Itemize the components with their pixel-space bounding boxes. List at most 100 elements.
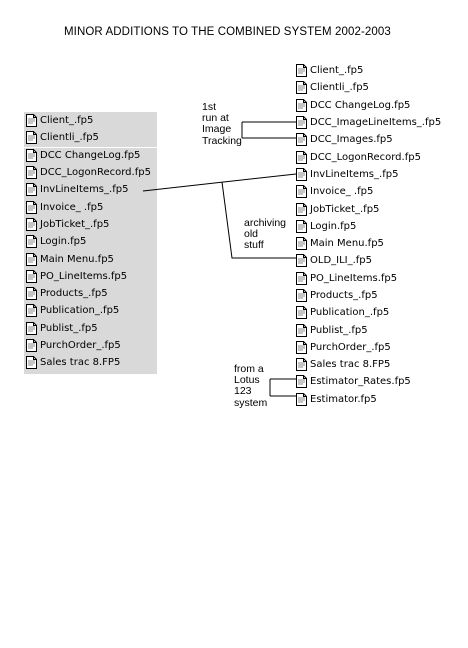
document-file-icon — [26, 200, 37, 214]
file-item: DCC_ImageLineItems_.fp5 — [296, 114, 441, 131]
document-file-icon — [296, 375, 307, 389]
document-file-icon — [296, 150, 307, 164]
file-name: PO_LineItems.fp5 — [40, 270, 128, 282]
file-item: PurchOrder_.fp5 — [296, 339, 441, 356]
diagram-title: MINOR ADDITIONS TO THE COMBINED SYSTEM 2… — [64, 26, 391, 38]
file-name: DCC ChangeLog.fp5 — [310, 99, 411, 111]
file-item: Sales trac 8.FP5 — [296, 356, 441, 373]
file-item: Publist_.fp5 — [296, 321, 441, 338]
document-file-icon — [26, 166, 37, 180]
document-file-icon — [296, 98, 307, 112]
file-name: Products_.fp5 — [40, 288, 108, 300]
document-file-icon — [26, 235, 37, 249]
connector-invlineitems — [142, 173, 297, 192]
document-file-icon — [26, 304, 37, 318]
file-name: Sales trac 8.FP5 — [40, 357, 121, 369]
file-item: DCC_LogonRecord.fp5 — [296, 148, 441, 165]
file-name: Main Menu.fp5 — [310, 238, 384, 250]
document-file-icon — [26, 131, 37, 145]
file-item: Publication_.fp5 — [296, 304, 441, 321]
left-panel-background — [24, 148, 157, 374]
document-file-icon — [296, 219, 307, 233]
file-name: Clientli_.fp5 — [40, 132, 99, 144]
document-file-icon — [296, 116, 307, 130]
file-name: DCC_LogonRecord.fp5 — [40, 167, 151, 179]
document-file-icon — [296, 340, 307, 354]
document-file-icon — [296, 64, 307, 78]
file-item: JobTicket_.fp5 — [296, 200, 441, 217]
file-name: InvLineItems_.fp5 — [40, 184, 129, 196]
file-name: DCC_Images.fp5 — [310, 134, 393, 146]
document-file-icon — [296, 358, 307, 372]
document-file-icon — [296, 133, 307, 147]
document-file-icon — [296, 254, 307, 268]
document-file-icon — [26, 356, 37, 370]
document-file-icon — [26, 321, 37, 335]
file-name: DCC_ImageLineItems_.fp5 — [310, 117, 442, 129]
file-name: Login.fp5 — [40, 236, 87, 248]
file-name: Login.fp5 — [310, 220, 357, 232]
file-item: DCC_LogonRecord.fp5 — [26, 164, 151, 181]
document-file-icon — [26, 114, 37, 128]
file-item: Login.fp5 — [26, 233, 151, 250]
file-item: Clientli_.fp5 — [296, 79, 441, 96]
file-item: Estimator_Rates.fp5 — [296, 373, 441, 390]
document-file-icon — [26, 269, 37, 283]
left-panel-background — [24, 112, 157, 147]
document-file-icon — [26, 148, 37, 162]
note-lotus: from a Lotus 123 system — [234, 363, 268, 409]
file-name: Main Menu.fp5 — [40, 253, 114, 265]
file-item: InvLineItems_.fp5 — [26, 181, 151, 198]
file-item: OLD_ILI_.fp5 — [296, 252, 441, 269]
file-item: Estimator.fp5 — [296, 391, 441, 408]
file-name: Publist_.fp5 — [40, 322, 98, 334]
file-item: Products_.fp5 — [26, 285, 151, 302]
document-file-icon — [296, 185, 307, 199]
file-item: PO_LineItems.fp5 — [26, 268, 151, 285]
file-item: Invoice_ .fp5 — [296, 183, 441, 200]
file-item: Client_.fp5 — [296, 62, 441, 79]
document-file-icon — [296, 237, 307, 251]
file-name: Client_.fp5 — [310, 65, 364, 77]
file-item: Publication_.fp5 — [26, 302, 151, 319]
file-item: Main Menu.fp5 — [296, 235, 441, 252]
file-item: Publist_.fp5 — [26, 320, 151, 337]
file-name: Products_.fp5 — [310, 290, 378, 301]
file-name: DCC ChangeLog.fp5 — [40, 149, 141, 161]
file-name: Invoice_ .fp5 — [310, 186, 374, 198]
file-name: JobTicket_.fp5 — [40, 218, 110, 230]
file-name: Publication_.fp5 — [40, 305, 120, 317]
document-file-icon — [26, 339, 37, 352]
file-item: InvLineItems_.fp5 — [296, 166, 441, 183]
file-name: DCC_LogonRecord.fp5 — [310, 151, 421, 163]
file-item: Main Menu.fp5 — [26, 250, 151, 267]
file-name: Publist_.fp5 — [310, 324, 368, 336]
file-item: Sales trac 8.FP5 — [26, 354, 151, 371]
file-name: PO_LineItems.fp5 — [310, 272, 398, 284]
file-item: PurchOrder_.fp5 — [26, 337, 151, 354]
file-item: PO_LineItems.fp5 — [296, 270, 441, 287]
file-item: Client_.fp5 — [26, 112, 151, 129]
file-item: Login.fp5 — [296, 218, 441, 235]
file-item: DCC ChangeLog.fp5 — [26, 147, 151, 164]
document-file-icon — [296, 289, 307, 302]
file-name: JobTicket_.fp5 — [310, 203, 380, 215]
file-item: DCC ChangeLog.fp5 — [296, 97, 441, 114]
file-item: JobTicket_.fp5 — [26, 216, 151, 233]
file-name: Estimator.fp5 — [310, 393, 377, 405]
note-archiving: archiving old stuff — [244, 217, 287, 252]
file-name: Client_.fp5 — [40, 115, 94, 127]
document-file-icon — [26, 217, 37, 231]
file-name: InvLineItems_.fp5 — [310, 168, 399, 180]
document-file-icon — [26, 183, 37, 197]
document-file-icon — [296, 306, 307, 320]
file-name: Publication_.fp5 — [310, 307, 390, 319]
document-file-icon — [296, 81, 307, 95]
connector-image-tracking — [241, 121, 296, 139]
file-name: Clientli_.fp5 — [310, 82, 369, 94]
connector-lotus — [269, 378, 296, 397]
document-file-icon — [296, 323, 307, 337]
file-name: Sales trac 8.FP5 — [310, 359, 391, 371]
